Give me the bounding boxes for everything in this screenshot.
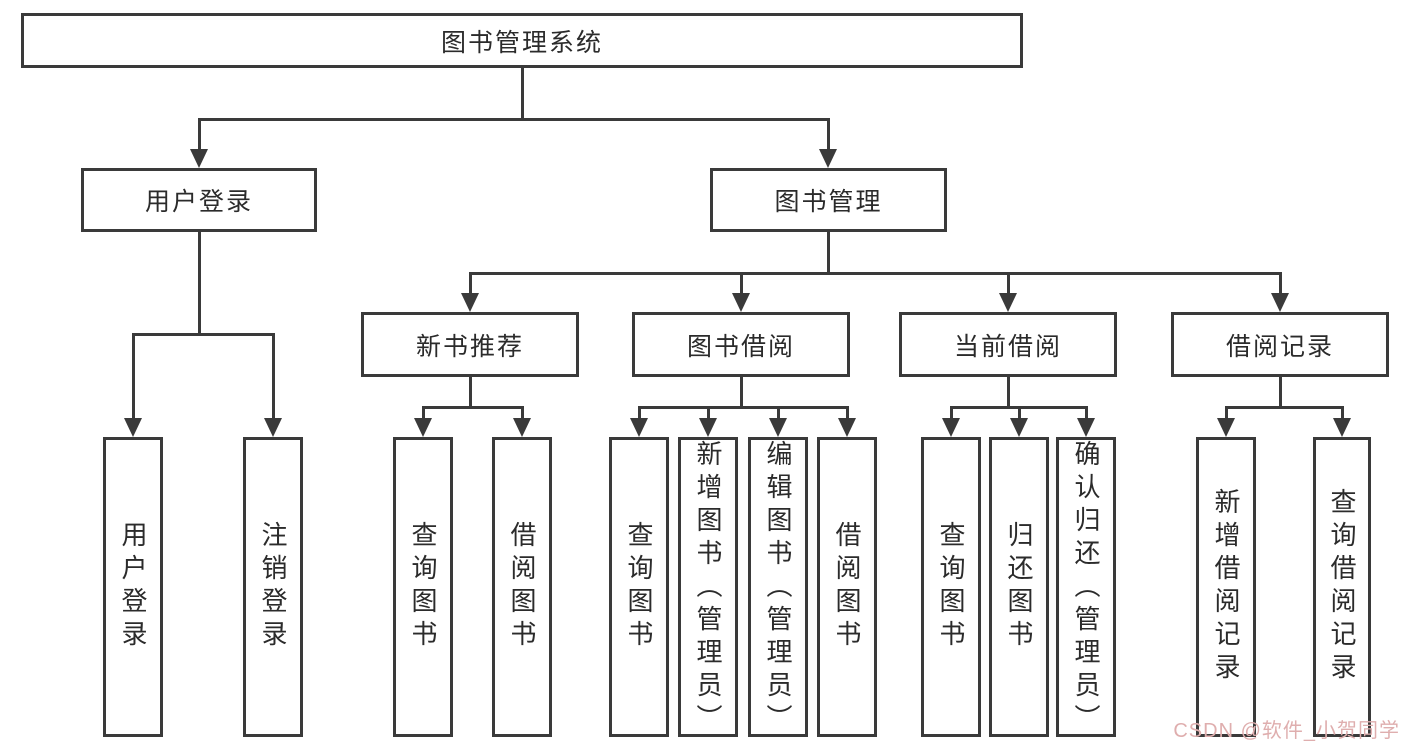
- leaf-query-book-recommend: 查询图书: [393, 437, 453, 737]
- leaf-query-book-current: 查询图书: [921, 437, 981, 737]
- leaf-edit-book-admin-label: 编辑图书（管理员）: [763, 440, 793, 737]
- leaf-query-borrow-record-label: 查询借阅记录: [1327, 488, 1357, 686]
- arrowhead-down-icon: [461, 293, 479, 312]
- connector-root-rail: [197, 117, 830, 121]
- node-new-book-recommend: 新书推荐: [361, 312, 579, 377]
- leaf-borrow-book-recommend-label: 借阅图书: [507, 521, 537, 653]
- leaf-add-borrow-record: 新增借阅记录: [1196, 437, 1256, 737]
- node-current-borrow-label: 当前借阅: [953, 332, 1062, 361]
- connector-currentborrow-drop-2: [1017, 405, 1021, 421]
- arrowhead-down-icon: [769, 418, 787, 437]
- leaf-edit-book-admin: 编辑图书（管理员）: [748, 437, 808, 737]
- connector-bookborrow-rail: [637, 405, 849, 409]
- node-user-login-label: 用户登录: [144, 188, 253, 216]
- node-book-management-label: 图书管理: [774, 188, 883, 216]
- connector-borrowrecord-drop-1: [1224, 405, 1228, 421]
- connector-bookborrow-drop-2: [706, 405, 710, 421]
- node-library-system-label: 图书管理系统: [440, 28, 603, 57]
- connector-bookborrow-drop-4: [845, 405, 849, 421]
- connector-root-drop-left: [197, 117, 201, 152]
- leaf-return-book-label: 归还图书: [1004, 521, 1034, 653]
- arrowhead-down-icon: [838, 418, 856, 437]
- connector-bookmgmt-drop-3: [1006, 271, 1010, 296]
- leaf-confirm-return-admin: 确认归还（管理员）: [1056, 437, 1116, 737]
- connector-newbook-stem: [468, 377, 472, 408]
- node-user-login: 用户登录: [81, 168, 317, 232]
- leaf-add-book-admin: 新增图书（管理员）: [678, 437, 738, 737]
- arrowhead-down-icon: [264, 418, 282, 437]
- connector-newbook-rail: [421, 405, 524, 409]
- connector-bookmgmt-stem: [826, 232, 830, 274]
- connector-currentborrow-drop-1: [949, 405, 953, 421]
- connector-borrowrecord-stem: [1278, 377, 1282, 408]
- arrowhead-down-icon: [513, 418, 531, 437]
- leaf-logout: 注销登录: [243, 437, 303, 737]
- leaf-borrow-book: 借阅图书: [817, 437, 877, 737]
- arrowhead-down-icon: [819, 149, 837, 168]
- connector-userlogin-drop-1: [131, 332, 135, 420]
- connector-newbook-drop-1: [421, 405, 425, 421]
- leaf-add-borrow-record-label: 新增借阅记录: [1211, 488, 1241, 686]
- arrowhead-down-icon: [190, 149, 208, 168]
- leaf-query-book-borrow: 查询图书: [609, 437, 669, 737]
- connector-borrowrecord-drop-2: [1340, 405, 1344, 421]
- node-borrow-record-label: 借阅记录: [1225, 332, 1334, 361]
- arrowhead-down-icon: [1010, 418, 1028, 437]
- node-library-system: 图书管理系统: [21, 13, 1023, 68]
- node-current-borrow: 当前借阅: [899, 312, 1117, 377]
- connector-bookmgmt-rail: [468, 271, 1282, 275]
- arrowhead-down-icon: [1217, 418, 1235, 437]
- leaf-return-book: 归还图书: [989, 437, 1049, 737]
- connector-newbook-drop-2: [520, 405, 524, 421]
- connector-userlogin-drop-2: [271, 332, 275, 420]
- leaf-add-book-admin-label: 新增图书（管理员）: [693, 440, 723, 737]
- node-book-management: 图书管理: [710, 168, 947, 232]
- node-borrow-record: 借阅记录: [1171, 312, 1389, 377]
- arrowhead-down-icon: [1077, 418, 1095, 437]
- connector-borrowrecord-rail: [1224, 405, 1344, 409]
- leaf-query-book-current-label: 查询图书: [936, 521, 966, 653]
- leaf-borrow-book-label: 借阅图书: [832, 521, 862, 653]
- connector-bookmgmt-drop-2: [739, 271, 743, 296]
- leaf-user-login-label: 用户登录: [118, 521, 148, 653]
- connector-bookborrow-stem: [739, 377, 743, 408]
- arrowhead-down-icon: [1333, 418, 1351, 437]
- connector-root-stem: [520, 68, 524, 119]
- node-book-borrow: 图书借阅: [632, 312, 850, 377]
- arrowhead-down-icon: [999, 293, 1017, 312]
- watermark-text: CSDN @软件_小贺同学: [1173, 720, 1400, 742]
- leaf-borrow-book-recommend: 借阅图书: [492, 437, 552, 737]
- connector-root-drop-right: [826, 117, 830, 152]
- leaf-query-borrow-record: 查询借阅记录: [1313, 437, 1371, 737]
- leaf-query-book-borrow-label: 查询图书: [624, 521, 654, 653]
- arrowhead-down-icon: [414, 418, 432, 437]
- arrowhead-down-icon: [732, 293, 750, 312]
- connector-currentborrow-stem: [1006, 377, 1010, 408]
- arrowhead-down-icon: [1271, 293, 1289, 312]
- leaf-query-book-recommend-label: 查询图书: [408, 521, 438, 653]
- connector-bookborrow-drop-1: [637, 405, 641, 421]
- connector-bookmgmt-drop-1: [468, 271, 472, 296]
- connector-bookborrow-drop-3: [776, 405, 780, 421]
- node-book-borrow-label: 图书借阅: [686, 332, 795, 361]
- connector-currentborrow-drop-3: [1084, 405, 1088, 421]
- leaf-user-login: 用户登录: [103, 437, 163, 737]
- connector-userlogin-rail: [131, 332, 275, 336]
- node-new-book-recommend-label: 新书推荐: [415, 332, 524, 361]
- leaf-confirm-return-admin-label: 确认归还（管理员）: [1071, 440, 1101, 737]
- arrowhead-down-icon: [942, 418, 960, 437]
- arrowhead-down-icon: [124, 418, 142, 437]
- connector-userlogin-stem: [197, 232, 201, 335]
- leaf-logout-label: 注销登录: [258, 521, 288, 653]
- arrowhead-down-icon: [699, 418, 717, 437]
- connector-bookmgmt-drop-4: [1278, 271, 1282, 296]
- arrowhead-down-icon: [630, 418, 648, 437]
